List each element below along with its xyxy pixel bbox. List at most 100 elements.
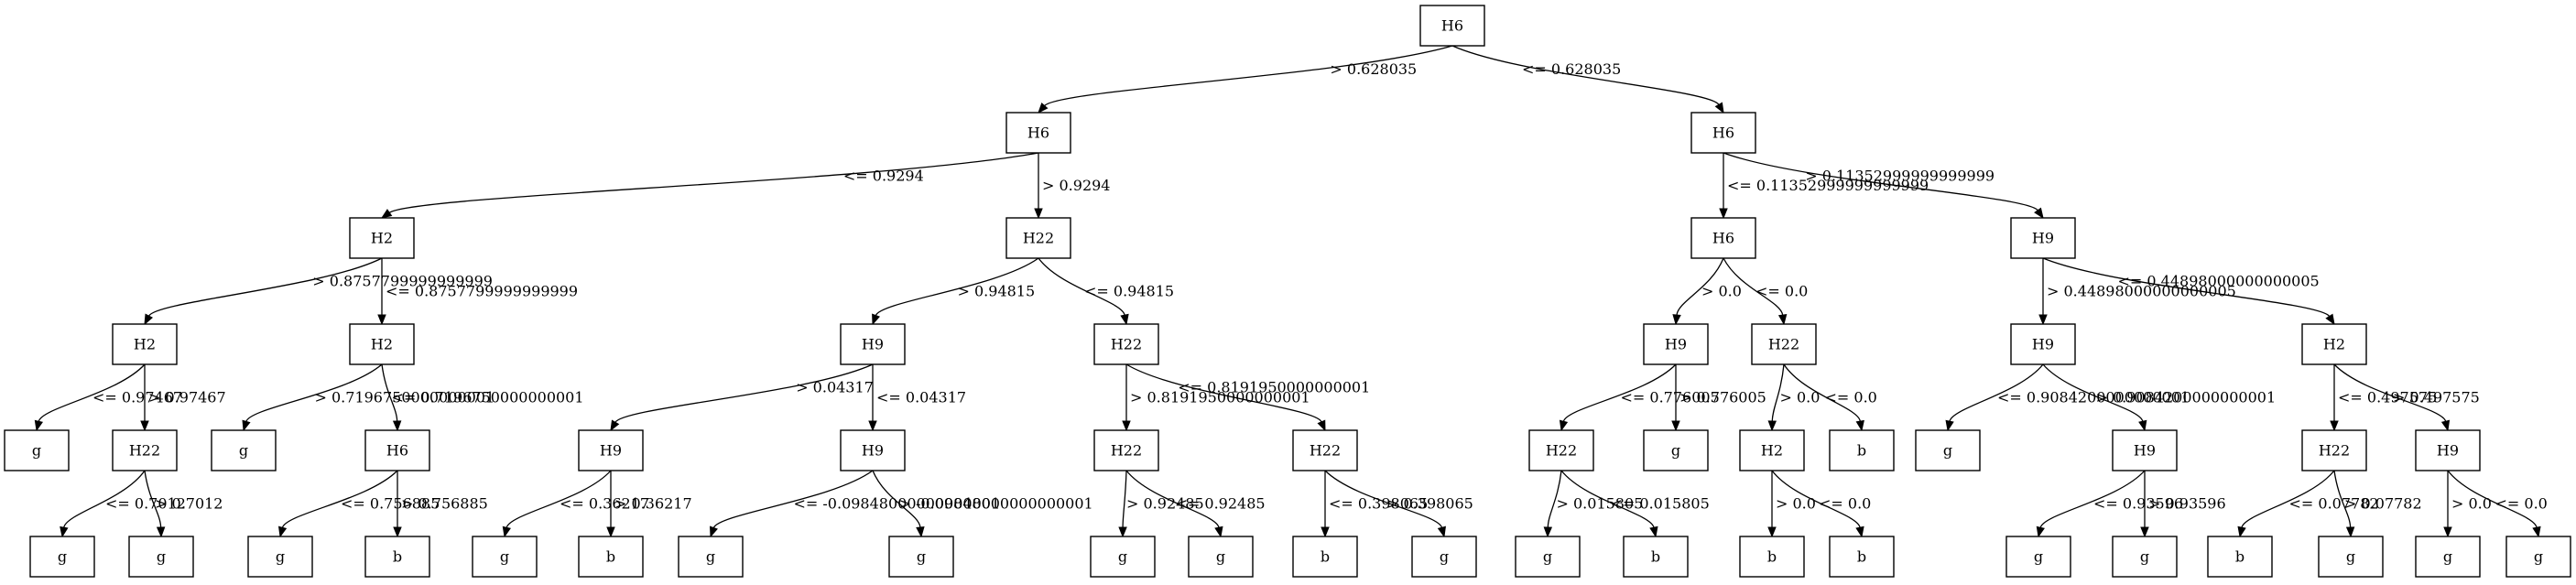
leaf-node: g bbox=[2415, 536, 2481, 578]
node-label: g bbox=[276, 548, 285, 566]
tree-edge: <= 0.015805 bbox=[1560, 470, 1710, 538]
edge-line bbox=[2042, 257, 2331, 318]
edge-label: <= 0.8191950000000001 bbox=[1178, 379, 1370, 396]
node-label: H9 bbox=[2032, 336, 2054, 353]
arrowhead-icon bbox=[1122, 420, 1131, 432]
node-label: H9 bbox=[2134, 442, 2156, 460]
tree-edge: > 0.398065 bbox=[1324, 470, 1473, 538]
node-box bbox=[1528, 429, 1594, 471]
arrowhead-icon bbox=[1543, 526, 1553, 538]
arrowhead-icon bbox=[1777, 313, 1788, 326]
tree-edge: <= 0.07782 bbox=[2237, 470, 2379, 538]
node-box bbox=[2010, 217, 2076, 259]
arrowhead-icon bbox=[2440, 419, 2451, 432]
leaf-node: g bbox=[29, 536, 95, 578]
tree-edge: <= 0.0 bbox=[2447, 470, 2548, 538]
edge-line bbox=[1723, 257, 1784, 316]
arrowhead-icon bbox=[1672, 314, 1681, 326]
edge-label: > 0.7012 bbox=[155, 495, 223, 513]
edge-line bbox=[381, 363, 398, 422]
tree-edge: <= 0.8757799999999999 bbox=[377, 258, 578, 326]
tree-edge: <= 0.0 bbox=[1723, 257, 1808, 326]
tree-edge: <= 0.497575 bbox=[2330, 364, 2437, 432]
edges-layer: > 0.628035<= 0.628035<= 0.9294> 0.9294<=… bbox=[34, 45, 2548, 538]
node-label: H6 bbox=[1712, 125, 1734, 142]
edge-label: > 0.93596 bbox=[2148, 495, 2226, 513]
node-label: H2 bbox=[371, 336, 393, 353]
node-box bbox=[1739, 536, 1805, 578]
arrowhead-icon bbox=[1855, 525, 1864, 538]
node-box bbox=[578, 429, 644, 471]
edge-label: > 0.11352999999999999 bbox=[1805, 167, 1994, 184]
edge-label: <= 0.7196750000000001 bbox=[392, 389, 584, 406]
tree-edge: <= 0.8191950000000001 bbox=[1125, 363, 1370, 432]
node-box bbox=[2415, 429, 2481, 471]
edge-label: <= 0.776005 bbox=[1621, 389, 1720, 406]
leaf-node: b bbox=[1829, 536, 1895, 578]
arrowhead-icon bbox=[2345, 526, 2355, 538]
edge-line bbox=[2241, 470, 2335, 528]
edge-label: > 0.9084200000000001 bbox=[2096, 389, 2277, 406]
leaf-node: b bbox=[578, 536, 644, 578]
edge-line bbox=[2333, 470, 2352, 528]
edge-line bbox=[2333, 363, 2447, 422]
node-box bbox=[1093, 323, 1159, 365]
tree-edge: <= 0.776005 bbox=[1559, 363, 1720, 432]
node-box bbox=[888, 536, 954, 578]
node-box bbox=[1515, 536, 1581, 578]
arrowhead-icon bbox=[377, 314, 386, 326]
edge-label: > 0.0 bbox=[1776, 495, 1816, 513]
arrowhead-icon bbox=[502, 525, 511, 538]
node-box bbox=[1751, 323, 1817, 365]
leaf-node: b bbox=[364, 536, 430, 578]
node-box bbox=[364, 536, 430, 578]
node-box bbox=[678, 536, 744, 578]
tree-edge: > 0.9084200000000001 bbox=[2042, 363, 2277, 432]
edge-label: <= 0.44898000000000005 bbox=[2118, 273, 2320, 290]
leaf-node: g bbox=[1643, 429, 1709, 471]
tree-edge: > 0.36217 bbox=[606, 471, 692, 538]
decision-node: H22 bbox=[2301, 429, 2367, 471]
edge-label: <= 0.0 bbox=[2495, 495, 2548, 513]
node-box bbox=[247, 536, 313, 578]
node-box bbox=[1829, 429, 1895, 471]
edge-label: <= 0.0 bbox=[1819, 495, 1871, 513]
edge-label: > 0.92485 bbox=[1126, 495, 1204, 513]
leaf-node: b bbox=[1739, 536, 1805, 578]
edge-line bbox=[1771, 470, 1861, 528]
tree-edge: <= 0.756885 bbox=[277, 470, 440, 538]
node-label: H9 bbox=[2032, 230, 2054, 247]
arrowhead-icon bbox=[2237, 525, 2246, 538]
tree-edge: <= 0.7012 bbox=[60, 470, 186, 538]
node-label: H6 bbox=[1027, 125, 1049, 142]
decision-node: H22 bbox=[1005, 217, 1071, 259]
edge-line bbox=[1562, 363, 1677, 422]
node-label: H22 bbox=[1023, 230, 1054, 247]
node-box bbox=[1623, 536, 1689, 578]
node-label: H22 bbox=[129, 442, 160, 460]
node-box bbox=[349, 217, 415, 259]
arrowhead-icon bbox=[610, 419, 620, 432]
node-label: H9 bbox=[862, 336, 884, 353]
arrowhead-icon bbox=[2532, 525, 2541, 538]
node-label: g bbox=[2346, 548, 2355, 566]
tree-edge: <= 0.36217 bbox=[502, 470, 649, 538]
decision-node: H22 bbox=[1093, 429, 1159, 471]
arrowhead-icon bbox=[2036, 525, 2045, 538]
leaf-node: b bbox=[1623, 536, 1689, 578]
decision-node: H9 bbox=[578, 429, 644, 471]
edge-line bbox=[63, 470, 146, 528]
decision-node: H2 bbox=[112, 323, 178, 365]
edge-label: > 0.0 bbox=[1780, 389, 1821, 406]
tree-edge: > 0.92485 bbox=[1118, 470, 1204, 538]
decision-node: H22 bbox=[112, 429, 178, 471]
arrowhead-icon bbox=[1038, 102, 1049, 114]
arrowhead-icon bbox=[916, 526, 925, 538]
edge-label: > 0.04317 bbox=[796, 379, 874, 396]
leaf-node: b bbox=[1829, 429, 1895, 471]
tree-edge: > 0.94815 bbox=[872, 257, 1039, 326]
leaf-node: g bbox=[1090, 536, 1156, 578]
arrowhead-icon bbox=[1767, 420, 1777, 432]
node-label: g bbox=[500, 548, 509, 566]
arrowhead-icon bbox=[1559, 419, 1569, 432]
